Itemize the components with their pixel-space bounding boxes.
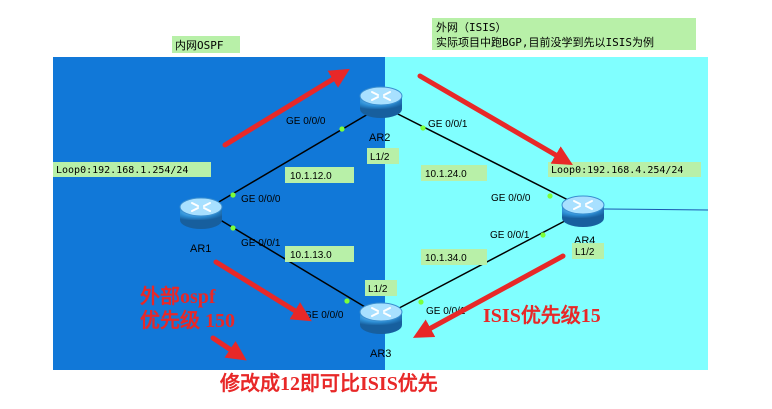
level-ar4: L1/2 [575, 247, 595, 258]
subnet-ar1-ar2-bg [285, 167, 354, 183]
if-ar2-g000: GE 0/0/0 [286, 116, 326, 127]
subnet-ar2-ar4: 10.1.24.0 [425, 169, 467, 180]
level-ar3-bg [365, 280, 397, 296]
if-ar3-g000: GE 0/0/0 [304, 310, 344, 321]
external-zone [385, 57, 708, 370]
if-ar3-g001: GE 0/0/1 [426, 306, 466, 317]
router-ar2-label: AR2 [369, 132, 390, 144]
subnet-ar2-ar4-bg [421, 165, 487, 181]
external-zone-label-bg [432, 18, 696, 50]
router-icon [179, 197, 223, 230]
router-icon [561, 195, 605, 228]
level-ar2: L1/2 [370, 152, 390, 163]
level-ar3: L1/2 [368, 284, 388, 295]
arrow-ar2-to-ar4 [417, 73, 573, 166]
annotation-ospf-line1: 外部ospf [140, 284, 216, 308]
subnet-ar3-ar4-bg [421, 249, 487, 265]
router-ar3-label: AR3 [370, 348, 391, 360]
subnet-ar1-ar2: 10.1.12.0 [290, 171, 332, 182]
link-ar1-ar2 [211, 106, 381, 207]
if-ar1-g000: GE 0/0/0 [241, 194, 281, 205]
loopback-ar4-bg [548, 162, 701, 177]
router-ar2[interactable]: AR2 [359, 86, 403, 144]
if-ar4-g001: GE 0/0/1 [490, 230, 530, 241]
annotation-isis-priority: ISIS优先级15 [483, 303, 601, 327]
router-icon [359, 86, 403, 119]
arrow-ar4-to-ar3 [412, 253, 566, 338]
subnet-ar1-ar3-bg [285, 246, 354, 262]
arrow-to-change-note [210, 335, 247, 361]
loopback-ar4: Loop0:192.168.4.254/24 [551, 165, 683, 176]
if-ar1-g001: GE 0/0/1 [241, 238, 281, 249]
internal-zone-label-bg [172, 36, 240, 53]
annotation-change-note: 修改成12即可比ISIS优先 [219, 371, 438, 395]
router-icon [359, 302, 403, 335]
port-dots [230, 125, 553, 305]
link-ar4-external [603, 208, 709, 211]
if-ar4-g000: GE 0/0/0 [491, 193, 531, 204]
arrow-ar1-to-ar2 [222, 68, 350, 148]
level-ar2-bg [367, 148, 399, 164]
if-ar2-g001: GE 0/0/1 [428, 119, 468, 130]
arrow-ar1-to-ar3 [213, 259, 312, 322]
external-zone-label-line2: 实际项目中跑BGP,目前没学到先以ISIS为例 [436, 35, 654, 49]
link-ar1-ar3 [211, 214, 381, 317]
router-ar3[interactable]: AR3 [359, 302, 403, 360]
subnet-ar3-ar4: 10.1.34.0 [425, 253, 467, 264]
loopback-ar1-bg [53, 162, 211, 177]
router-ar1[interactable]: AR1 [179, 197, 223, 255]
router-ar1-label: AR1 [190, 243, 211, 255]
external-zone-label-line1: 外网（ISIS） [436, 21, 507, 34]
subnet-ar1-ar3: 10.1.13.0 [290, 250, 332, 261]
loopback-ar1: Loop0:192.168.1.254/24 [56, 165, 188, 176]
link-ar2-ar4 [383, 106, 581, 207]
internal-zone-label: 内网OSPF [175, 38, 224, 52]
annotation-ospf-line2: 优先级 150 [140, 308, 235, 332]
level-ar4-bg [572, 243, 604, 259]
